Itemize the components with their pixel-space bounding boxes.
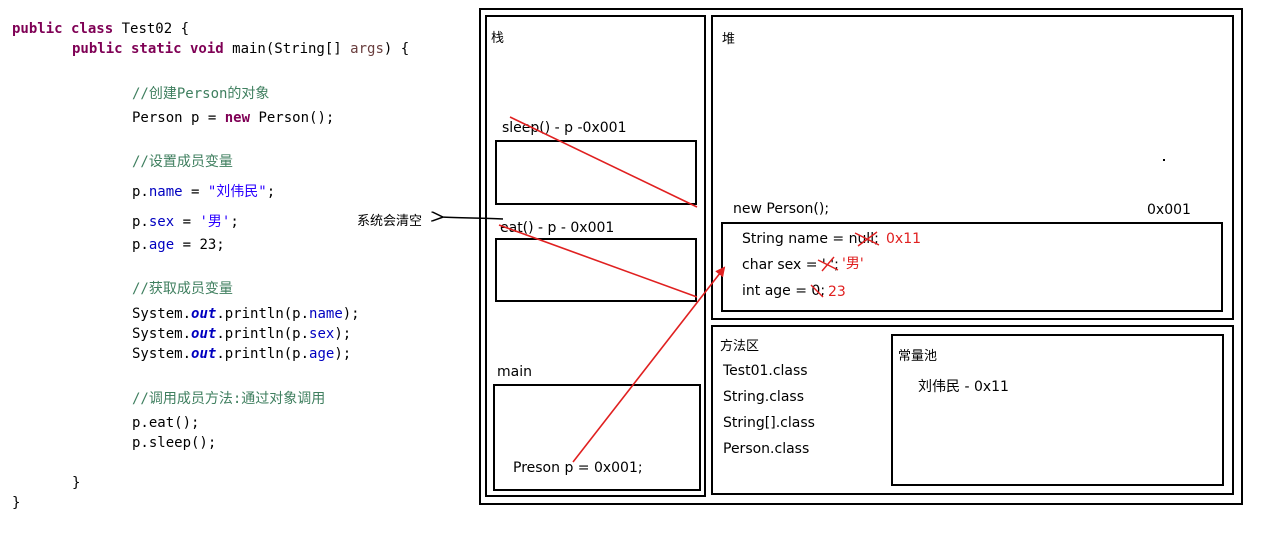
code-text: .println(p. bbox=[216, 346, 310, 362]
code-text: .println(p. bbox=[216, 306, 310, 322]
code-text: = 23; bbox=[174, 237, 225, 253]
code-text: .println(p. bbox=[216, 326, 310, 342]
code-text: = bbox=[174, 214, 200, 230]
code-text: ; bbox=[230, 214, 239, 230]
code-text: System. bbox=[132, 326, 192, 342]
heap-title: 堆 bbox=[722, 32, 736, 47]
code-line-call-sleep: p.sleep(); bbox=[132, 435, 217, 451]
field-sex-line: char sex = ' '; bbox=[742, 257, 839, 273]
comment-create: //创建Person的对象 bbox=[132, 86, 270, 102]
field-name: sex bbox=[309, 326, 335, 342]
field-name: name bbox=[309, 306, 343, 322]
code-text: main(String[] bbox=[223, 41, 351, 57]
code-line-set-name: p.name = "刘伟民"; bbox=[132, 183, 275, 201]
constant-pool-region bbox=[891, 334, 1224, 486]
field-name-new-value: 0x11 bbox=[886, 231, 922, 247]
comment-call: //调用成员方法:通过对象调用 bbox=[132, 391, 326, 407]
stray-dot bbox=[1163, 159, 1165, 161]
keyword: new bbox=[224, 110, 251, 126]
class-entry: Person.class bbox=[723, 441, 810, 457]
eat-frame-label: eat() - p - 0x001 bbox=[500, 220, 615, 236]
keyword: public static void bbox=[72, 41, 224, 57]
main-frame-label: main bbox=[497, 364, 532, 380]
static-field: out bbox=[191, 346, 217, 362]
main-var: Preson p = 0x001; bbox=[513, 460, 643, 476]
code-text: ; bbox=[266, 184, 276, 200]
code-line-println-name: System.out.println(p.name); bbox=[132, 305, 360, 323]
static-field: out bbox=[191, 326, 217, 342]
code-line-create: Person p = new Person(); bbox=[132, 109, 334, 127]
string-literal: "刘伟民" bbox=[207, 184, 267, 200]
code-line-println-sex: System.out.println(p.sex); bbox=[132, 325, 351, 343]
param-name: args bbox=[350, 41, 384, 57]
clear-annotation: 系统会清空 bbox=[357, 214, 423, 229]
code-line-class: public class Test02 { bbox=[12, 20, 189, 38]
constant-pool-entry: 刘伟民 - 0x11 bbox=[918, 379, 1009, 395]
field-name: age bbox=[148, 237, 175, 253]
field-age-line: int age = 0; bbox=[742, 283, 826, 299]
code-text: p. bbox=[132, 214, 149, 230]
stack-region bbox=[485, 15, 706, 497]
code-text: System. bbox=[132, 346, 192, 362]
code-text: ); bbox=[342, 306, 360, 322]
code-text: ) { bbox=[383, 41, 410, 57]
code-text: p. bbox=[132, 184, 149, 200]
code-text: Person p = bbox=[132, 110, 225, 126]
field-name-line: String name = null; bbox=[742, 231, 879, 247]
class-entry: String.class bbox=[723, 389, 804, 405]
code-line-set-sex: p.sex = '男'; bbox=[132, 213, 239, 231]
comment-get: //获取成员变量 bbox=[132, 281, 233, 297]
constant-pool-title: 常量池 bbox=[898, 349, 938, 364]
memory-outer-frame bbox=[479, 8, 1243, 505]
code-line-println-age: System.out.println(p.age); bbox=[132, 345, 351, 363]
eat-frame-box bbox=[495, 238, 697, 302]
field-sex-new-value: '男' bbox=[842, 256, 864, 272]
close-brace-class: } bbox=[12, 495, 21, 511]
field-name: age bbox=[309, 346, 335, 362]
code-text: ); bbox=[334, 346, 352, 362]
heap-region bbox=[711, 15, 1234, 320]
char-literal: '男' bbox=[199, 214, 231, 230]
code-text: System. bbox=[132, 306, 192, 322]
code-line-set-age: p.age = 23; bbox=[132, 236, 225, 254]
close-brace-method: } bbox=[72, 475, 81, 491]
code-line-call-eat: p.eat(); bbox=[132, 415, 200, 431]
object-address: 0x001 bbox=[1147, 202, 1191, 218]
code-text: p. bbox=[132, 237, 149, 253]
method-area-title: 方法区 bbox=[720, 339, 760, 354]
code-text: Person(); bbox=[250, 110, 335, 126]
class-entry: Test01.class bbox=[723, 363, 808, 379]
object-label: new Person(); bbox=[733, 201, 830, 217]
code-text: ); bbox=[334, 326, 352, 342]
field-name: name bbox=[148, 184, 183, 200]
static-field: out bbox=[191, 306, 217, 322]
field-name: sex bbox=[148, 214, 175, 230]
code-line-main: public static void main(String[] args) { bbox=[72, 40, 409, 58]
code-text: Test02 { bbox=[113, 21, 190, 37]
class-entry: String[].class bbox=[723, 415, 815, 431]
keyword: public class bbox=[12, 21, 114, 37]
code-text: = bbox=[182, 184, 208, 200]
stack-title: 栈 bbox=[491, 31, 505, 46]
sleep-frame-box bbox=[495, 140, 697, 205]
comment-set: //设置成员变量 bbox=[132, 154, 233, 170]
sleep-frame-label: sleep() - p -0x001 bbox=[502, 120, 627, 136]
field-age-new-value: 23 bbox=[828, 284, 846, 300]
